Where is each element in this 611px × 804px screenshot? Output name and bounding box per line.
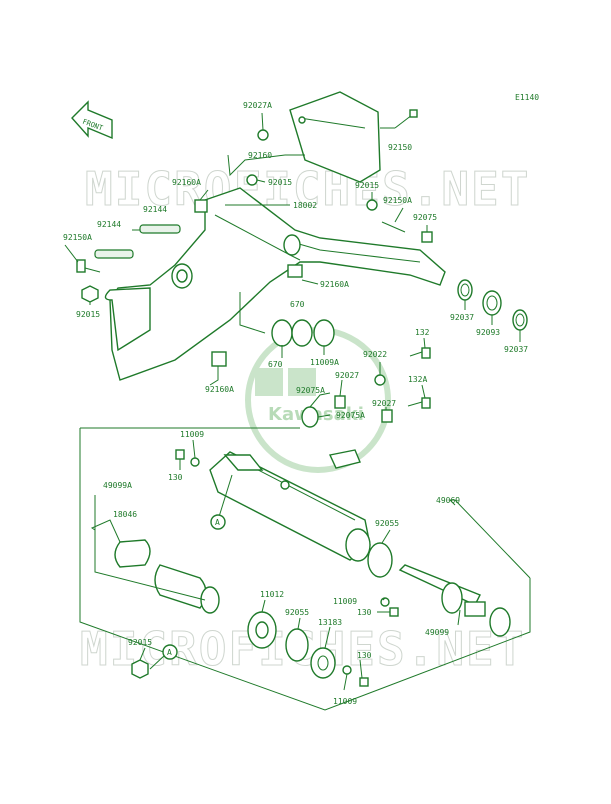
label-92037-2: 92037: [504, 345, 528, 354]
label-18046: 18046: [113, 510, 137, 519]
label-92027-1: 92027: [335, 371, 359, 380]
bolt-132: [409, 347, 431, 359]
label-132: 132: [415, 328, 430, 337]
label-92075A-2: 92075A: [336, 411, 365, 420]
label-11009A: 11009A: [310, 358, 339, 367]
label-11009-1: 11009: [180, 430, 204, 439]
bolt-92150A-a: [76, 259, 101, 273]
spark-arrestor-18046: [114, 539, 220, 614]
label-92022: 92022: [363, 350, 387, 359]
label-130-3: 130: [357, 651, 372, 660]
bolt-130-c: [359, 677, 369, 687]
o-ring-670-a: [271, 319, 293, 347]
label-92027-2: 92027: [372, 399, 396, 408]
bracket-92160A-c: [211, 351, 227, 367]
heat-shield-plate: [289, 91, 381, 183]
grommet-92015-a: [246, 174, 258, 186]
label-92015-4: 92015: [128, 638, 152, 647]
label-92055-2: 92055: [285, 608, 309, 617]
grommet-92015-c: [366, 199, 378, 211]
label-49069: 49069: [436, 496, 460, 505]
clamp-92037-b: [512, 309, 528, 331]
bolt-132A: [407, 397, 431, 409]
washer-11009-a: [190, 457, 200, 467]
ref-marker-a-2: A: [162, 644, 178, 660]
spring-92144-b: [94, 249, 134, 259]
ref-marker-a-1: A: [210, 514, 226, 530]
plate-13183: [310, 647, 336, 679]
washer-92022: [374, 374, 386, 386]
bolt-130-b: [389, 607, 399, 617]
collar-92027-b: [381, 409, 393, 423]
label-92160A-1: 92160A: [172, 178, 201, 187]
end-cap-11012: [247, 611, 277, 649]
svg-text:A: A: [167, 648, 172, 657]
label-92015-3: 92015: [76, 310, 100, 319]
label-132A: 132A: [408, 375, 427, 384]
bracket-92160A-b: [287, 264, 303, 278]
washer-11009-b: [380, 597, 390, 607]
label-49099A: 49099A: [103, 481, 132, 490]
gasket-92055-b: [285, 628, 309, 662]
bolt-130-a: [175, 449, 185, 460]
grommet-92075A-a: [301, 406, 319, 428]
label-92037-1: 92037: [450, 313, 474, 322]
spring-92144-a: [139, 224, 181, 234]
label-92160: 92160: [248, 151, 272, 160]
label-11009-2: 11009: [333, 597, 357, 606]
nut-92015-b: [81, 285, 99, 303]
ref-code: E1140: [515, 93, 539, 102]
label-130-2: 130: [357, 608, 372, 617]
label-11009-3: 11009: [333, 697, 357, 706]
collar-92027-a: [334, 395, 346, 409]
label-13183: 13183: [318, 618, 342, 627]
leader-lines: [64, 112, 521, 691]
nut-92015-d: [131, 659, 149, 679]
label-92055-1: 92055: [375, 519, 399, 528]
label-11012: 11012: [260, 590, 284, 599]
bracket-92160A-a: [194, 199, 208, 213]
label-92150A-2: 92150A: [63, 233, 92, 242]
label-92075: 92075: [413, 213, 437, 222]
label-92144-1: 92144: [143, 205, 167, 214]
gasket-92093: [482, 290, 502, 316]
washer-11009-c: [342, 665, 352, 675]
clamp-92037-a: [457, 279, 473, 301]
watermark-top: MICROFICHES.NET: [85, 162, 530, 216]
label-18002: 18002: [293, 201, 317, 210]
label-92075A-1: 92075A: [296, 386, 325, 395]
front-arrow-icon: FRONT: [71, 100, 113, 140]
label-92150: 92150: [388, 143, 412, 152]
grommet-92027A: [257, 129, 269, 141]
svg-text:A: A: [215, 518, 220, 527]
label-92027A: 92027A: [243, 101, 272, 110]
gasket-92055-a: [367, 542, 393, 578]
o-ring-11009A: [313, 319, 335, 347]
silencer-body: [209, 449, 371, 562]
part-labels: 92027A 92160 92150 92160A 92015 18002 92…: [63, 101, 528, 706]
inner-pipe-49099: [398, 564, 511, 637]
label-92015-2: 92015: [355, 181, 379, 190]
muffler-group-outline: [79, 427, 531, 711]
label-92093: 92093: [476, 328, 500, 337]
label-92015-1: 92015: [268, 178, 292, 187]
label-92150A-1: 92150A: [383, 196, 412, 205]
label-130-1: 130: [168, 473, 183, 482]
label-92160A-2: 92160A: [320, 280, 349, 289]
expansion-chamber: [104, 187, 446, 381]
label-92144-2: 92144: [97, 220, 121, 229]
bolt-92150: [394, 109, 418, 129]
o-ring-670-b: [291, 319, 313, 347]
label-49099: 49099: [425, 628, 449, 637]
label-92160A-3: 92160A: [205, 385, 234, 394]
label-670-2: 670: [268, 360, 283, 369]
label-670-1: 670: [290, 300, 305, 309]
collar-92075: [421, 231, 433, 243]
bolt-92150A-b: [381, 221, 406, 233]
